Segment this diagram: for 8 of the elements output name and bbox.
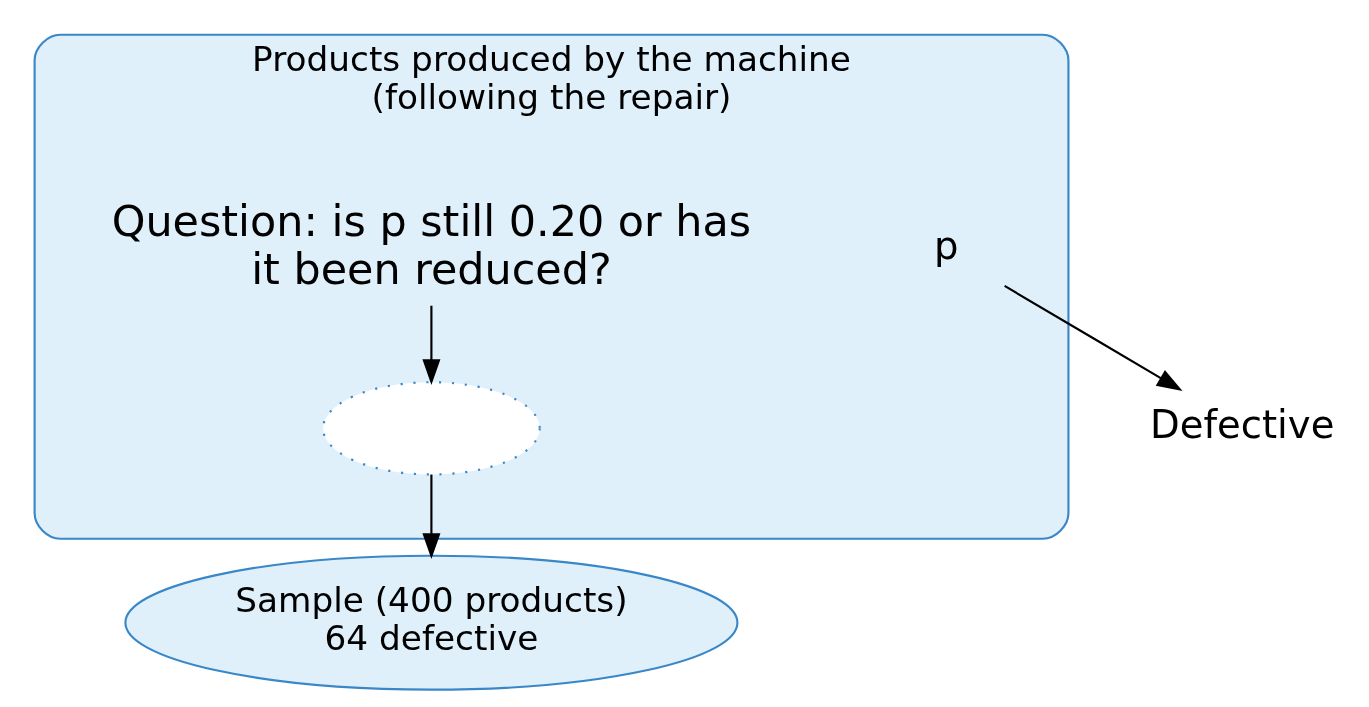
arrow [422,474,441,560]
node-ellipse: Sample (400 products) 64 defective [124,554,739,691]
node-ellipse [322,381,541,476]
arrow [422,305,441,386]
node-text: Question: is p still 0.20 or has it been reduced? [111,196,752,294]
arrow [1004,285,1183,391]
node-text: p [933,222,959,268]
node-text: Defective [1149,401,1335,447]
